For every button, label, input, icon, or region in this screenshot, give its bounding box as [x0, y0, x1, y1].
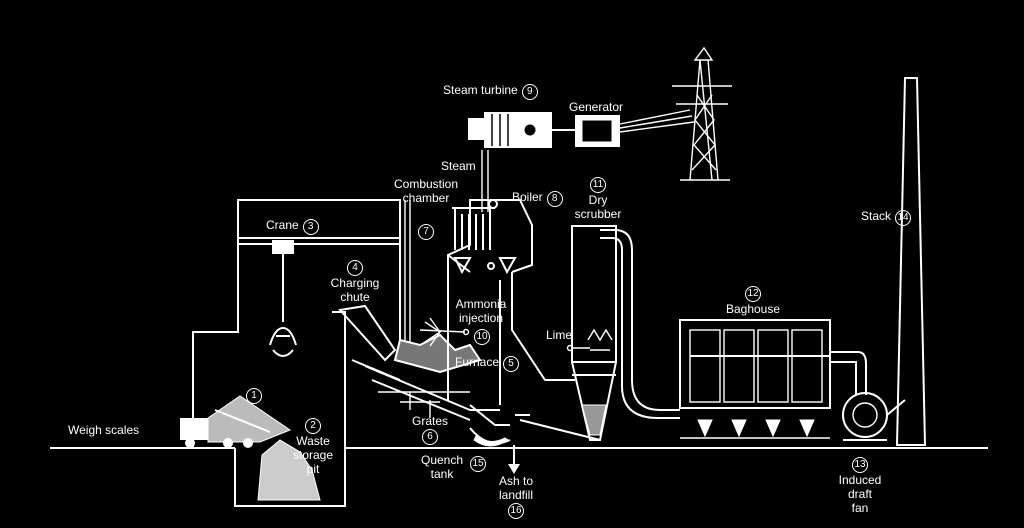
truck-number: 1 [246, 387, 262, 404]
transmission-tower [672, 46, 732, 181]
combustion-chamber-label: Combustion chamber [393, 177, 459, 205]
induced-draft-fan-label: 13 Induced draft fan [838, 457, 882, 515]
baghouse-label: 12 Baghouse [725, 286, 781, 316]
generator-label: Generator [569, 100, 624, 114]
ammonia-injector [419, 317, 470, 347]
lime-label: Lime [546, 328, 573, 342]
quench-tank [469, 414, 601, 447]
crane-building [192, 199, 411, 448]
charging-chute-label: 4 Charging chute [330, 260, 380, 304]
scrubber-duct [600, 229, 680, 419]
stack [895, 77, 927, 446]
ammonia-injection-label: Ammonia injection [455, 297, 507, 325]
grates-label: Grates 6 [410, 414, 450, 445]
quench-tank-number: 15 [470, 455, 486, 472]
quench-tank-label: Quench tank [420, 453, 464, 481]
steam-turbine [468, 112, 575, 148]
combustion-chamber-number: 7 [418, 223, 434, 240]
waste-pit-label: 2 Waste storage pit [292, 418, 334, 476]
steam-label: Steam [441, 159, 476, 173]
dry-scrubber-label: 11 Dry scrubber [574, 177, 622, 221]
dry-scrubber [566, 225, 617, 441]
weigh-scales-label: Weigh scales [68, 423, 140, 437]
ammonia-number: 10 [474, 328, 490, 345]
induced-draft-fan [842, 392, 906, 441]
garbage-truck [180, 395, 292, 448]
generator [575, 109, 695, 147]
ash-arrow [508, 445, 520, 474]
steam-pipe [481, 150, 489, 212]
crane-grab [269, 240, 297, 357]
boiler [447, 199, 575, 426]
furnace [364, 333, 500, 421]
baghouse [679, 319, 867, 439]
ash-landfill-label: Ash to landfill 16 [492, 474, 540, 519]
